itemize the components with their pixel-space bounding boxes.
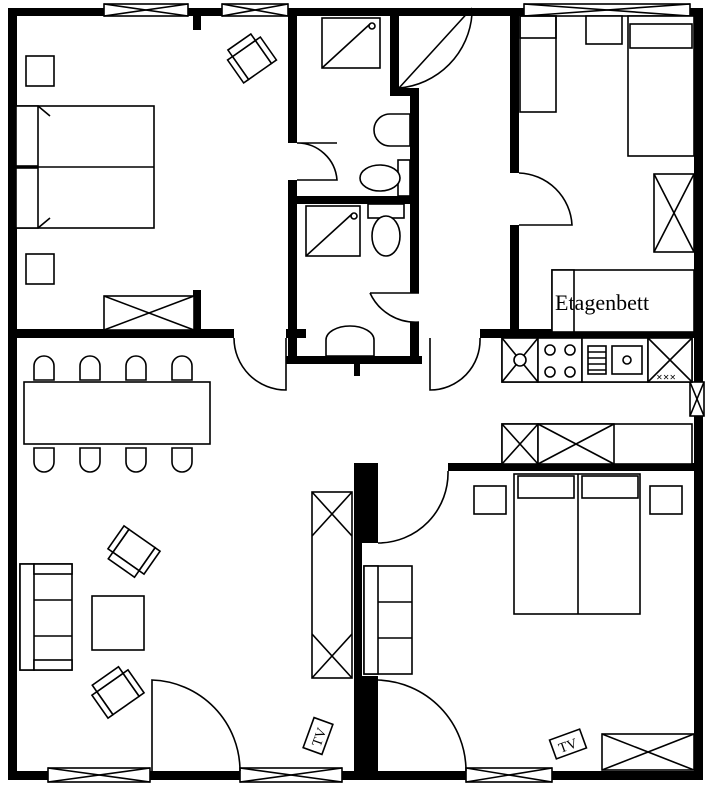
window-top-2 bbox=[221, 3, 289, 17]
cabinet-bedroom1 bbox=[103, 295, 195, 331]
nightstand-bunkroom bbox=[585, 15, 623, 45]
wall-stub-top bbox=[193, 8, 201, 30]
wall-bedroom2-left-lower bbox=[354, 676, 378, 780]
window-top-1 bbox=[103, 3, 189, 17]
bed-single-right bbox=[627, 15, 695, 157]
bedroom-2: TV bbox=[363, 473, 695, 771]
coffee-table bbox=[91, 595, 145, 651]
wall-bath-upper-right bbox=[390, 8, 399, 88]
door-wc bbox=[369, 292, 420, 323]
sink-wc bbox=[325, 325, 375, 357]
dining-chairs-top bbox=[33, 355, 193, 381]
window-bottom-2 bbox=[239, 767, 343, 783]
door-bedroom2-bottom bbox=[377, 679, 467, 772]
bunk-room: Etagenbett bbox=[519, 15, 695, 333]
door-living-bottom bbox=[151, 679, 241, 772]
dining-area bbox=[23, 355, 211, 473]
double-bed-2 bbox=[513, 473, 641, 615]
kitchen-sink bbox=[581, 337, 649, 383]
bathroom bbox=[321, 17, 411, 197]
svg-text:✕✕✕: ✕✕✕ bbox=[656, 373, 676, 382]
wall-bunkroom-left-lower bbox=[510, 225, 519, 338]
bedroom-1 bbox=[15, 32, 278, 331]
window-bottom-1 bbox=[47, 767, 151, 783]
window-right bbox=[689, 381, 705, 417]
wall-hall-bottom bbox=[286, 356, 422, 364]
wall-divider-thin bbox=[354, 543, 362, 676]
cooktop bbox=[537, 337, 583, 383]
wall-wc-right-top bbox=[390, 88, 419, 96]
wall-stub-bed1 bbox=[193, 290, 201, 338]
wall-bedroom1-bottom-left bbox=[8, 329, 234, 338]
door-living-left bbox=[233, 337, 287, 391]
cabinet-lower-1 bbox=[501, 423, 539, 465]
wall-bath-right bbox=[410, 88, 419, 293]
wall-left bbox=[8, 8, 17, 780]
stove-cell-1 bbox=[501, 337, 539, 383]
toilet-1 bbox=[359, 159, 411, 197]
armchair-living-top bbox=[106, 524, 162, 579]
bunk-bed bbox=[551, 269, 695, 333]
wall-bedroom2-left-upper bbox=[354, 463, 378, 543]
wall-bath-mid bbox=[288, 196, 418, 204]
wall-bath-right-lower bbox=[410, 322, 419, 364]
tv-living: TV bbox=[302, 716, 334, 756]
wall-bedroom2-top bbox=[448, 463, 702, 471]
sofa-bed2 bbox=[363, 565, 413, 675]
nightstand-bed2-left bbox=[473, 485, 507, 515]
toilet-2 bbox=[367, 203, 405, 257]
armchair-bedroom1 bbox=[226, 32, 278, 85]
tv-cabinet-living bbox=[311, 491, 353, 679]
door-bedroom2 bbox=[377, 470, 449, 544]
window-top-3 bbox=[523, 3, 691, 17]
living-area: TV bbox=[19, 491, 353, 756]
sink-bath bbox=[373, 113, 411, 147]
door-bedroom1 bbox=[296, 142, 338, 181]
wardrobe-bunkroom bbox=[653, 173, 695, 253]
dining-chairs-bottom bbox=[33, 447, 193, 473]
tv-bedroom2: TV bbox=[548, 728, 588, 760]
tv-label-bedroom2: TV bbox=[557, 736, 580, 756]
nightstand-top bbox=[25, 55, 55, 87]
armchair-living-bottom bbox=[90, 665, 146, 720]
door-entrance bbox=[398, 7, 473, 89]
sofa-living bbox=[19, 563, 73, 671]
wall-bunkroom-left-upper bbox=[510, 8, 519, 173]
shower-2 bbox=[305, 205, 361, 257]
nightstand-bottom bbox=[25, 253, 55, 285]
dining-table bbox=[23, 381, 211, 445]
cabinet-bed2 bbox=[601, 733, 695, 771]
wall-bedroom1-right-lower bbox=[288, 180, 297, 364]
wall-bedroom1-right-upper bbox=[288, 8, 297, 143]
doors bbox=[151, 7, 573, 772]
door-bunkroom bbox=[518, 172, 573, 226]
wc bbox=[305, 203, 405, 357]
window-bottom-3 bbox=[465, 767, 553, 783]
bed-single-left bbox=[519, 15, 557, 113]
shower-1 bbox=[321, 17, 381, 69]
wall-top bbox=[8, 8, 703, 16]
windows bbox=[47, 3, 705, 783]
bunk-bed-label: Etagenbett bbox=[555, 290, 649, 315]
kitchen: ✕✕✕ bbox=[501, 337, 693, 465]
wall-bump bbox=[354, 364, 360, 376]
nightstand-bed2-right bbox=[649, 485, 683, 515]
cabinet-lower-2 bbox=[537, 423, 615, 465]
tv-label-living: TV bbox=[310, 726, 330, 749]
dishwasher: ✕✕✕ bbox=[647, 337, 693, 383]
door-kitchen bbox=[429, 337, 481, 391]
wall-bunkroom-bottom bbox=[480, 329, 702, 338]
double-bed-1 bbox=[15, 105, 155, 229]
